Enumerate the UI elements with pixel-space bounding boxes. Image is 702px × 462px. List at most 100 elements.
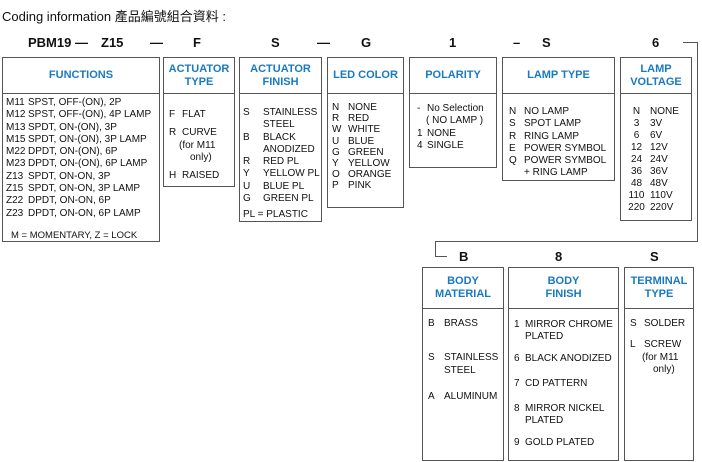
list-item: -No Selection	[417, 103, 484, 114]
body-material-header: BODY MATERIAL	[423, 268, 503, 309]
connector-line	[435, 241, 698, 242]
functions-header: FUNCTIONS	[3, 58, 159, 94]
connector-line	[683, 42, 697, 43]
code-led-color: G	[361, 35, 372, 50]
functions-note: M = MOMENTARY, Z = LOCK	[11, 229, 138, 241]
code-dash: –	[513, 35, 521, 50]
lamp-type-header: LAMP TYPE	[503, 58, 614, 94]
lamp-voltage-header: LAMP VOLTAGE	[621, 58, 691, 94]
polarity-header: POLARITY	[410, 58, 496, 94]
code-function: Z15	[101, 35, 124, 50]
code-dash: —	[150, 35, 163, 50]
code-dash: —	[75, 35, 88, 50]
list-item: ANODIZED	[263, 143, 315, 155]
led-color-header: LED COLOR	[328, 58, 403, 94]
page-title: Coding information 產品編號組合資料 :	[2, 9, 226, 24]
lamp-type-note: + RING LAMP	[524, 167, 588, 179]
code-body-material: B	[459, 249, 469, 264]
code-body-finish: 8	[555, 249, 563, 264]
list-item: STEEL	[263, 119, 295, 131]
connector-line	[435, 256, 447, 257]
connector-line	[435, 241, 436, 257]
code-lamp-type: S	[542, 35, 551, 50]
code-terminal-type: S	[650, 249, 659, 264]
actuator-finish-header: ACTUATOR FINISH	[240, 58, 321, 94]
body-finish-header: BODY FINISH	[509, 268, 618, 309]
code-model: PBM19	[28, 35, 72, 50]
connector-line	[697, 42, 698, 241]
code-actuator-type: F	[193, 35, 201, 50]
code-polarity: 1	[449, 35, 457, 50]
actuator-finish-note: PL = PLASTIC	[243, 209, 308, 221]
